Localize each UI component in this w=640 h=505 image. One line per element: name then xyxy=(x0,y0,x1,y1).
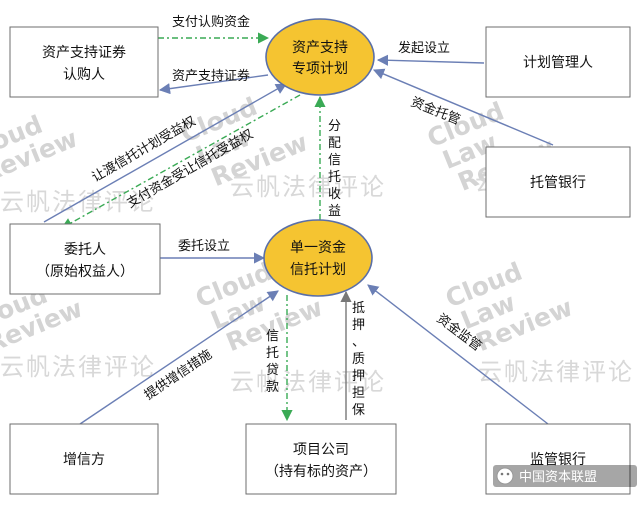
node-trust-plan-line2: 信托计划 xyxy=(290,262,346,278)
node-manager-line1: 计划管理人 xyxy=(523,55,593,71)
wechat-icon xyxy=(496,467,514,485)
node-project-box xyxy=(245,423,397,495)
node-trustor-line2: （原始权益人） xyxy=(36,264,134,280)
watermark-cn-lower-right: 云帆法律评论 xyxy=(478,358,634,386)
node-abs-plan-line1: 资产支持 xyxy=(292,40,348,56)
svg-text:押: 押 xyxy=(352,369,365,384)
node-custodian-box xyxy=(485,146,631,218)
svg-text:分: 分 xyxy=(328,119,341,134)
brand-shadow xyxy=(493,465,637,487)
svg-text:托: 托 xyxy=(266,346,279,361)
edge-transfer-trust xyxy=(43,83,287,223)
edge-abs-securities xyxy=(158,74,269,95)
node-project-line1: 项目公司 xyxy=(293,442,349,458)
svg-text:抵: 抵 xyxy=(352,301,365,316)
edge-fund-supervision xyxy=(367,284,549,425)
svg-text:信: 信 xyxy=(328,153,341,168)
svg-text:、: 、 xyxy=(352,335,365,350)
edge-credit-enhance xyxy=(79,290,279,425)
node-investor: 资产支持证券 认购人 xyxy=(9,26,159,98)
brand-label: 中国资本联盟 xyxy=(519,470,597,485)
wechat-icon-eye-right xyxy=(506,472,510,476)
node-supervisor: 监管银行 xyxy=(485,423,631,495)
edge-label-entrust: 委托设立 xyxy=(178,239,230,254)
node-trust-plan: 单一资金 信托计划 xyxy=(263,219,373,297)
watermark-cn-upper-left: 云帆法律评论 xyxy=(0,188,156,216)
node-supervisor-line1: 监管银行 xyxy=(530,452,586,468)
node-investor-line1: 资产支持证券 xyxy=(42,45,126,61)
node-guarantor: 增信方 xyxy=(9,423,159,495)
node-investor-line2: 认购人 xyxy=(63,67,105,83)
svg-text:担: 担 xyxy=(352,386,365,401)
edge-label-trust-loan: 信 托 贷 款 xyxy=(266,329,279,395)
edge-fund-custody xyxy=(372,68,554,146)
edge-label-abs-securities: 资产支持证券 xyxy=(172,68,250,84)
watermark-cn-lower-left: 云帆法律评论 xyxy=(0,353,156,381)
svg-text:款: 款 xyxy=(266,380,279,395)
node-trustor-box xyxy=(9,223,161,295)
node-trust-plan-oval xyxy=(263,219,373,297)
brand-overlay: 中国资本联盟 xyxy=(493,465,637,487)
svg-text:益: 益 xyxy=(328,204,341,219)
node-abs-plan-line2: 专项计划 xyxy=(292,61,348,77)
svg-text:保: 保 xyxy=(352,403,365,418)
svg-text:信: 信 xyxy=(266,329,279,344)
node-investor-box xyxy=(9,26,159,98)
watermark-cn-upper-middle: 云帆法律评论 xyxy=(230,173,386,201)
node-guarantor-box xyxy=(9,423,159,495)
watermark-cn-lower-middle: 云帆法律评论 xyxy=(230,368,386,396)
node-project: 项目公司 （持有标的资产） xyxy=(245,423,397,495)
node-guarantor-line1: 增信方 xyxy=(63,452,105,468)
svg-text:质: 质 xyxy=(352,352,365,367)
svg-text:押: 押 xyxy=(352,318,365,333)
edge-label-distribute-trust: 分 配 信 托 收 益 xyxy=(328,119,341,219)
node-abs-plan-oval xyxy=(265,18,375,96)
node-trustor: 委托人 （原始权益人） xyxy=(9,223,161,295)
node-custodian-line1: 托管银行 xyxy=(530,175,586,191)
svg-text:配: 配 xyxy=(328,136,341,151)
node-trust-plan-line1: 单一资金 xyxy=(290,240,346,256)
node-project-line2: （持有标的资产） xyxy=(265,464,377,480)
node-trustor-line1: 委托人 xyxy=(64,242,106,258)
node-manager-box xyxy=(485,26,631,98)
svg-text:收: 收 xyxy=(328,187,341,202)
edge-label-initiate: 发起设立 xyxy=(398,40,450,56)
edge-label-pay-subscription: 支付认购资金 xyxy=(172,14,250,30)
edge-label-pledge: 抵 押 、 质 押 担 保 xyxy=(352,301,365,418)
edge-initiate xyxy=(376,54,485,66)
node-manager: 计划管理人 xyxy=(485,26,631,98)
svg-text:托: 托 xyxy=(328,170,341,185)
svg-text:贷: 贷 xyxy=(266,363,279,378)
watermark-upper-left: Cloud Review xyxy=(0,110,82,189)
node-custodian: 托管银行 xyxy=(485,146,631,218)
edge-pay-transfer xyxy=(61,94,301,229)
wechat-icon-eye-left xyxy=(500,472,504,476)
node-abs-plan: 资产支持 专项计划 xyxy=(265,18,375,96)
